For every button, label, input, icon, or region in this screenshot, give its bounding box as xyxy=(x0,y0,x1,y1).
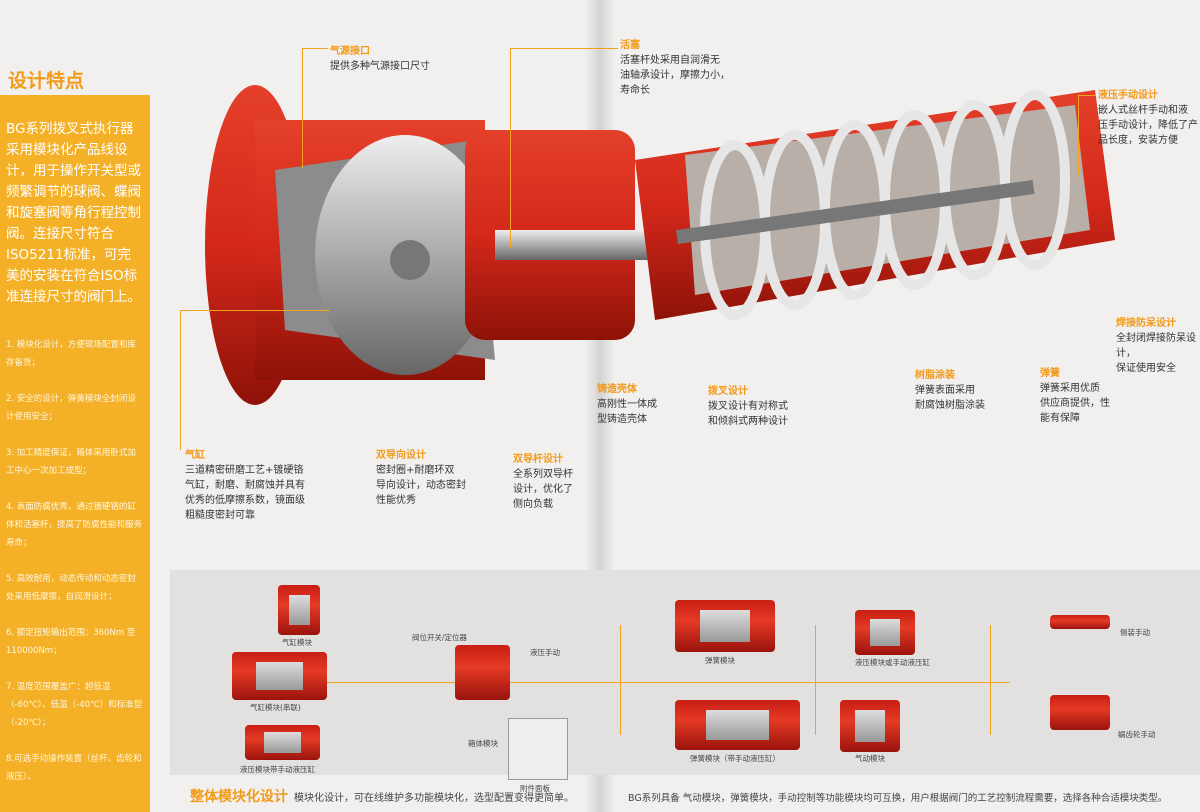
page-title: 设计特点 xyxy=(8,70,85,92)
callout-heading: 气源接口 xyxy=(330,46,370,57)
callout-air-inlet: 气源接口提供多种气源接口尺寸 xyxy=(330,44,430,74)
actuator-cutaway-illustration xyxy=(205,85,1115,405)
callout-text: 性能优秀 xyxy=(376,495,416,506)
module-label: 气缸模块(串联) xyxy=(250,703,301,712)
callout-piston: 活塞活塞杆处采用自润滑无油轴承设计，摩擦力小， 寿命长 xyxy=(620,38,730,98)
callout-cylinder: 气缸三道精密研磨工艺+镀硬铬气缸，耐磨、耐腐蚀并具有优秀的低摩擦系数，镜面级粗糙… xyxy=(185,448,305,523)
callout-text: 品长度，安装方便 xyxy=(1098,135,1178,146)
feature-item: 5. 高效耐用，动态传动和动态密封处采用低摩擦，自润滑设计； xyxy=(6,574,136,602)
side-handwheel-image xyxy=(1050,615,1110,629)
callout-text: 弹簧表面采用 xyxy=(915,385,975,396)
callout-text: 全封闭焊接防呆设计， xyxy=(1116,333,1196,359)
callout-text: 嵌人式丝杆手动和液 xyxy=(1098,105,1188,116)
callout-text: 三道精密研磨工艺+镀硬铬 xyxy=(185,465,304,476)
module-label: 气缸模块 xyxy=(282,638,312,647)
callout-text: 保证使用安全 xyxy=(1116,363,1176,374)
callout-text: 能有保障 xyxy=(1040,413,1080,424)
feature-item: 1. 模块化设计，方便现场配置和库存备货； xyxy=(6,340,136,368)
module-label: 气动模块 xyxy=(855,754,885,763)
feature-item: 3. 加工精度保证，箱体采用卧式加工中心一次加工成型； xyxy=(6,448,136,476)
callout-text: 全系列双导杆 xyxy=(513,469,573,480)
footer-left: 整体模块化设计模块化设计，可在线维护多功能模块化，选型配置变得更简单。 xyxy=(190,786,574,806)
module-label: 弹簧模块（带手动液压缸） xyxy=(690,754,780,763)
feature-item: 7. 温度范围覆盖广：超低温（-60℃）、低温（-40℃）和标准型（-20℃）； xyxy=(6,682,143,728)
module-label: 弹簧模块 xyxy=(705,656,735,665)
accessory-panel-image xyxy=(508,718,568,780)
callout-text: 密封圈+耐磨环双 xyxy=(376,465,455,476)
callout-heading: 液压手动设计 xyxy=(1098,90,1158,101)
cylinder-module-image xyxy=(278,585,320,635)
module-label: 蜗齿轮手动 xyxy=(1118,730,1156,739)
callout-text: 设计，优化了 xyxy=(513,484,573,495)
connector-line xyxy=(620,625,621,735)
callout-guide-rod: 双导杆设计全系列双导杆设计，优化了侧向负载 xyxy=(513,452,573,512)
footer-left-text: 模块化设计，可在线维护多功能模块化，选型配置变得更简单。 xyxy=(294,793,574,804)
feature-item: 8.可选手动操作装置（丝杆、齿轮和液压）。 xyxy=(6,754,142,782)
callout-text: 寿命长 xyxy=(620,85,650,96)
callout-heading: 焊接防呆设计 xyxy=(1116,318,1176,329)
callout-weld: 焊接防呆设计全封闭焊接防呆设计， 保证使用安全 xyxy=(1116,316,1200,376)
callout-heading: 活塞 xyxy=(620,40,640,51)
feature-item: 4. 表面防腐优秀，通过镀硬铬的缸体和活塞杆，提高了防腐性能和服务寿命； xyxy=(6,502,143,548)
connector-line xyxy=(250,682,1010,683)
callout-text: 优秀的低摩擦系数，镜面级 xyxy=(185,495,305,506)
callout-hydraulic-manual: 液压手动设计嵌人式丝杆手动和液压手动设计，降低了产品长度，安装方便 xyxy=(1098,88,1198,148)
callout-text: 粗糙度密封可靠 xyxy=(185,510,255,521)
callout-text: 型铸造壳体 xyxy=(597,414,647,425)
connector-line xyxy=(815,625,816,735)
callout-fork: 拨叉设计拨叉设计有对称式和倾斜式两种设计 xyxy=(708,384,788,429)
callout-heading: 双导向设计 xyxy=(376,450,426,461)
callout-text: 活塞杆处采用自润滑无 xyxy=(620,55,720,66)
callout-text: 提供多种气源接口尺寸 xyxy=(330,61,430,72)
callout-spring: 弹簧弹簧采用优质供应商提供，性能有保障 xyxy=(1040,366,1110,426)
leader-line xyxy=(302,48,328,168)
callout-text: 供应商提供，性 xyxy=(1040,398,1110,409)
housing-module-image xyxy=(455,645,510,700)
callout-text: 弹簧采用优质 xyxy=(1040,383,1100,394)
module-label: 附件面板 xyxy=(520,784,550,793)
pneumatic-module-image xyxy=(840,700,900,752)
callout-heading: 气缸 xyxy=(185,450,205,461)
module-label: 阀位开关/定位器 xyxy=(412,633,468,642)
callout-heading: 树脂涂装 xyxy=(915,370,955,381)
feature-item: 6. 额定扭矩输出范围：360Nm 至 110000Nm； xyxy=(6,628,136,656)
module-label: 液压手动 xyxy=(530,648,560,657)
module-label: 侧装手动 xyxy=(1120,628,1150,637)
callout-text: 拨叉设计有对称式 xyxy=(708,401,788,412)
callout-heading: 拨叉设计 xyxy=(708,386,748,397)
callout-text: 侧向负载 xyxy=(513,499,553,510)
sidebar: BG系列拨叉式执行器采用模块化产品线设计，用于操作开关型或频繁调节的球阀、蝶阀和… xyxy=(0,95,150,812)
footer-title: 整体模块化设计 xyxy=(190,789,288,805)
module-label: 液压模块带手动液压缸 xyxy=(240,765,315,774)
spring-module-image xyxy=(675,600,775,652)
callout-text: 耐腐蚀树脂涂装 xyxy=(915,400,985,411)
intro-text: BG系列拨叉式执行器采用模块化产品线设计，用于操作开关型或频繁调节的球阀、蝶阀和… xyxy=(6,121,141,305)
callout-text: 气缸，耐磨、耐腐蚀并具有 xyxy=(185,480,305,491)
tandem-cylinder-module-image xyxy=(232,652,327,700)
callout-heading: 双导杆设计 xyxy=(513,454,563,465)
worm-gear-handwheel-image xyxy=(1050,695,1110,730)
callout-text: 导向设计，动态密封 xyxy=(376,480,466,491)
callout-resin: 树脂涂装弹簧表面采用耐腐蚀树脂涂装 xyxy=(915,368,985,413)
callout-cast-housing: 铸造壳体高刚性一体成型铸造壳体 xyxy=(597,382,657,427)
leader-line xyxy=(1078,95,1096,175)
callout-dual-guide: 双导向设计密封圈+耐磨环双导向设计，动态密封性能优秀 xyxy=(376,448,466,508)
hydraulic-cylinder-module-image xyxy=(855,610,915,655)
leader-line xyxy=(510,48,618,248)
hydraulic-module-image xyxy=(245,725,320,760)
feature-item: 2. 安全的设计，弹簧模块全封闭设计使用安全； xyxy=(6,394,136,422)
callout-heading: 铸造壳体 xyxy=(597,384,637,395)
module-label: 液压模块或手动液压缸 xyxy=(855,658,930,667)
spring-module-manual-image xyxy=(675,700,800,750)
callout-text: 油轴承设计，摩擦力小， xyxy=(620,70,730,81)
callout-text: 和倾斜式两种设计 xyxy=(708,416,788,427)
callout-heading: 弹簧 xyxy=(1040,368,1060,379)
callout-text: 压手动设计，降低了产 xyxy=(1098,120,1198,131)
footer-right-text: BG系列具备 气动模块，弹簧模块，手动控制等功能模块均可互换，用户根据阀门的工艺… xyxy=(628,793,1168,804)
callout-text: 高刚性一体成 xyxy=(597,399,657,410)
leader-line xyxy=(180,310,330,450)
connector-line xyxy=(990,625,991,735)
module-label: 箱体模块 xyxy=(468,739,498,748)
